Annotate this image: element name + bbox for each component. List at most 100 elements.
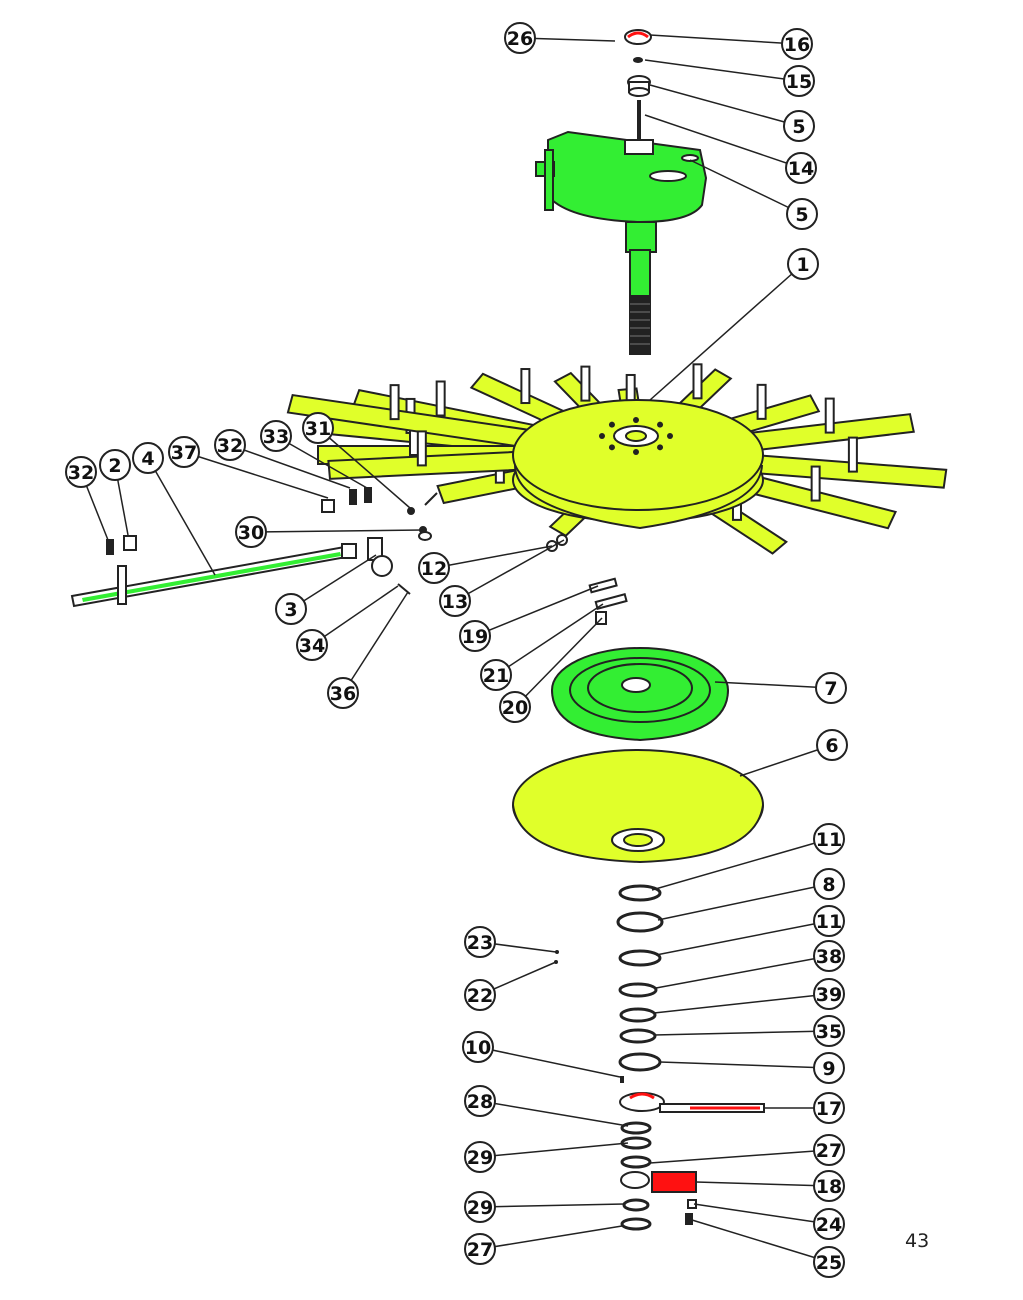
callout-number: 36 — [330, 683, 356, 705]
callout-6: 6 — [816, 729, 848, 761]
callout-number: 16 — [784, 34, 810, 56]
callout-number: 6 — [825, 735, 838, 757]
lever-arm — [619, 1092, 765, 1113]
callout-number: 14 — [788, 158, 814, 180]
callout-number: 8 — [822, 874, 835, 896]
callout-number: 38 — [816, 946, 842, 968]
callout-leader-lines — [80, 34, 833, 1263]
callout-20: 20 — [499, 691, 531, 723]
callout-number: 1 — [796, 254, 809, 276]
callout-number: 2 — [108, 455, 121, 477]
callout-number: 10 — [465, 1037, 491, 1059]
gearbox-housing — [535, 130, 708, 355]
callout-number: 33 — [263, 426, 289, 448]
callout-22: 22 — [464, 979, 496, 1011]
callout-1: 1 — [787, 248, 819, 280]
callout-5: 5 — [786, 198, 818, 230]
rotor-small-parts — [546, 534, 628, 625]
callout-number: 4 — [141, 448, 154, 470]
callout-21: 21 — [480, 659, 512, 691]
callout-30: 30 — [235, 516, 267, 548]
callout-38: 38 — [813, 940, 845, 972]
page-number: 43 — [905, 1230, 930, 1252]
callout-11: 11 — [813, 823, 845, 855]
callout-24: 24 — [813, 1208, 845, 1240]
callout-number: 32 — [217, 435, 243, 457]
callout-39: 39 — [813, 978, 845, 1010]
callout-number: 29 — [467, 1147, 493, 1169]
clamp-block — [620, 1171, 697, 1225]
callout-number: 17 — [816, 1098, 842, 1120]
callout-26: 26 — [504, 22, 536, 54]
callout-8: 8 — [813, 868, 845, 900]
callout-number: 13 — [442, 591, 468, 613]
callout-25: 25 — [813, 1246, 845, 1278]
callout-35: 35 — [813, 1015, 845, 1047]
callout-number: 28 — [467, 1091, 493, 1113]
callout-29: 29 — [464, 1191, 496, 1223]
callout-9: 9 — [813, 1052, 845, 1084]
callout-number: 25 — [816, 1252, 842, 1274]
callout-34: 34 — [296, 629, 328, 661]
callout-28: 28 — [464, 1085, 496, 1117]
callout-number: 23 — [467, 932, 493, 954]
callout-number: 39 — [816, 984, 842, 1006]
callout-18: 18 — [813, 1170, 845, 1202]
callout-14: 14 — [785, 152, 817, 184]
callout-16: 16 — [781, 28, 813, 60]
callout-10: 10 — [462, 1031, 494, 1063]
callout-number: 26 — [507, 28, 533, 50]
rotor-hub-disc — [512, 399, 764, 530]
callout-33: 33 — [260, 420, 292, 452]
callout-number: 15 — [786, 71, 812, 93]
callout-number: 29 — [467, 1197, 493, 1219]
callout-number: 32 — [68, 462, 94, 484]
callout-29: 29 — [464, 1141, 496, 1173]
callout-number: 9 — [822, 1058, 835, 1080]
callout-23: 23 — [464, 926, 496, 958]
callout-number: 12 — [421, 558, 447, 580]
callout-19: 19 — [459, 620, 491, 652]
callout-number: 18 — [816, 1176, 842, 1198]
callout-32: 32 — [214, 429, 246, 461]
callout-17: 17 — [813, 1092, 845, 1124]
callout-3: 3 — [275, 593, 307, 625]
cover-disc — [512, 749, 764, 864]
cam-track-housing — [551, 647, 729, 742]
callout-12: 12 — [418, 552, 450, 584]
callout-11: 11 — [813, 905, 845, 937]
callout-number: 30 — [238, 522, 264, 544]
callout-15: 15 — [783, 65, 815, 97]
callout-2: 2 — [99, 449, 131, 481]
callout-number: 21 — [483, 665, 509, 687]
callout-number: 27 — [467, 1239, 493, 1261]
callout-27: 27 — [464, 1233, 496, 1265]
callout-number: 11 — [816, 911, 842, 933]
callout-number: 35 — [816, 1021, 842, 1043]
tine-arm-assembly — [70, 487, 438, 608]
callout-37: 37 — [168, 436, 200, 468]
callout-number: 34 — [299, 635, 325, 657]
callout-number: 5 — [792, 116, 805, 138]
callout-number: 11 — [816, 829, 842, 851]
pins — [554, 950, 624, 1083]
callout-number: 5 — [795, 204, 808, 226]
callout-4: 4 — [132, 442, 164, 474]
callout-27: 27 — [813, 1134, 845, 1166]
callout-5: 5 — [783, 110, 815, 142]
callout-number: 24 — [816, 1214, 842, 1236]
callout-number: 7 — [824, 678, 837, 700]
callout-number: 31 — [305, 418, 331, 440]
callout-7: 7 — [815, 672, 847, 704]
callout-36: 36 — [327, 677, 359, 709]
callout-number: 19 — [462, 626, 488, 648]
callout-31: 31 — [302, 412, 334, 444]
top-nut-assembly — [624, 29, 652, 145]
hub-bolt-holes — [599, 417, 673, 455]
lower-bearing-stack — [616, 884, 664, 1231]
callout-number: 20 — [502, 697, 528, 719]
callout-number: 27 — [816, 1140, 842, 1162]
callout-number: 37 — [171, 442, 197, 464]
